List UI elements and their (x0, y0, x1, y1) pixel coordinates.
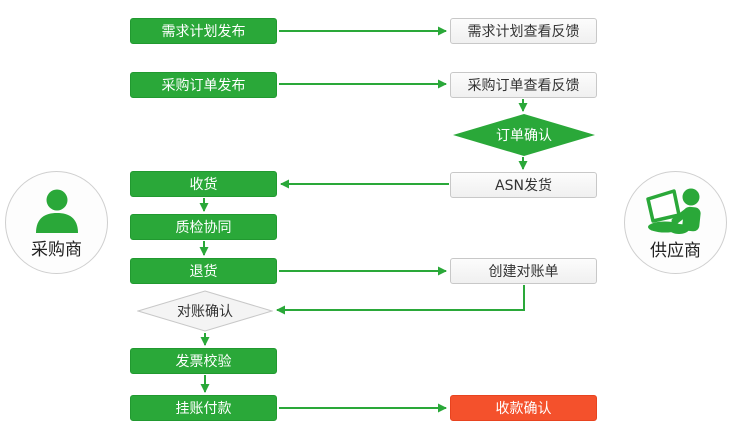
node-order-confirm: 订单确认 (453, 114, 595, 156)
node-quality-check: 质检协同 (130, 214, 277, 240)
node-receive-goods: 收货 (130, 171, 277, 197)
node-order-confirm-label: 订单确认 (496, 128, 552, 144)
actor-buyer-label: 采购商 (31, 240, 82, 260)
node-demand-plan-feedback: 需求计划查看反馈 (450, 18, 597, 44)
supplier-laptop-person-icon (645, 188, 701, 234)
node-po-feedback: 采购订单查看反馈 (450, 72, 597, 98)
node-demand-plan-publish: 需求计划发布 (130, 18, 277, 44)
buyer-person-icon (35, 189, 78, 233)
actor-supplier: 供应商 (624, 171, 727, 274)
node-create-statement: 创建对账单 (450, 258, 597, 284)
node-asn-ship: ASN发货 (450, 172, 597, 198)
node-payment-confirm: 收款确认 (450, 395, 597, 421)
arrow-create-statement-to-statement-confirm (276, 285, 525, 315)
statement-confirm-diamond-shape (137, 290, 273, 332)
actor-supplier-label: 供应商 (650, 241, 701, 261)
node-statement-confirm: 对账确认 (137, 290, 273, 332)
node-po-publish: 采购订单发布 (130, 72, 277, 98)
actor-buyer: 采购商 (5, 171, 108, 274)
order-confirm-diamond-shape (453, 114, 595, 156)
node-payment: 挂账付款 (130, 395, 277, 421)
node-invoice-verify: 发票校验 (130, 348, 277, 374)
node-return-goods: 退货 (130, 258, 277, 284)
node-statement-confirm-label: 对账确认 (177, 304, 233, 320)
